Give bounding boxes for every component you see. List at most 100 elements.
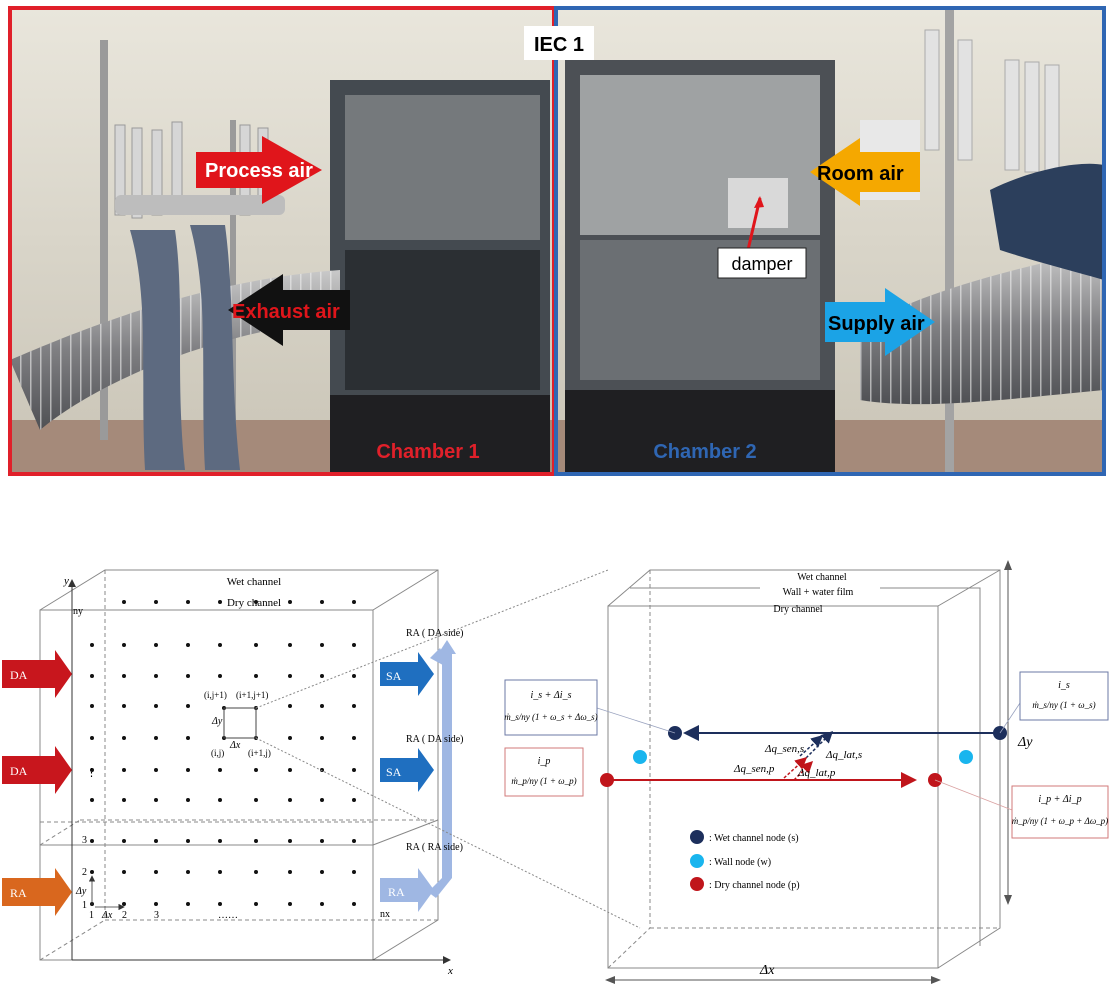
grid-node: [320, 643, 324, 647]
grid-node: [254, 768, 258, 772]
grid-wet-channel-label: Wet channel: [227, 576, 281, 588]
grid-node: [352, 870, 356, 874]
grid-node: [154, 704, 158, 708]
row2-label: 2: [82, 867, 87, 878]
node-ij-label: (i,j): [211, 748, 224, 758]
box-s-left-line2: ṁ_s/ny (1 + ω_s + Δω_s): [504, 712, 597, 722]
cell-dy-label: Δy: [1017, 735, 1033, 750]
grid-node: [288, 643, 292, 647]
grid-node: [288, 768, 292, 772]
room-air-label: Room air: [817, 163, 904, 185]
col3-label: 3: [154, 910, 159, 921]
q-sen-s-label: Δq_sen,s: [764, 743, 804, 755]
grid-node: [154, 902, 158, 906]
grid-node: [186, 902, 190, 906]
grid-node: [90, 674, 94, 678]
cell-dry-channel-label: Dry channel: [773, 604, 822, 615]
grid-node: [352, 600, 356, 604]
node-i1j-label: (i+1,j): [248, 748, 271, 758]
grid-node: [218, 674, 222, 678]
wall-node-left: [633, 750, 647, 764]
outlet-sa-middle: SA: [380, 748, 434, 792]
supply-air-label: Supply air: [828, 313, 925, 335]
grid-node: [122, 600, 126, 604]
grid-node: [218, 798, 222, 802]
grid-node: [186, 600, 190, 604]
grid-node: [288, 798, 292, 802]
grid-node: [320, 704, 324, 708]
node-ij1-label: (i,j+1): [204, 690, 227, 700]
q-lat-s-arrow: [805, 730, 834, 759]
box-s-left: i_s + Δi_s ṁ_s/ny (1 + ω_s + Δω_s): [504, 679, 676, 736]
grid-node: [90, 768, 94, 772]
model-diagram: y x Wet channel Dry channel ny nx (i,j+1…: [2, 560, 1109, 984]
outlet-sa-middle-label: SA: [386, 765, 402, 779]
legend-wall-label: : Wall node (w): [709, 857, 771, 868]
grid-node: [154, 870, 158, 874]
grid-dry-channel-label: Dry channel: [227, 597, 281, 609]
grid-node: [352, 643, 356, 647]
legend-dry-label: : Dry channel node (p): [709, 880, 800, 891]
box-p-left: i_p ṁ_p/ny (1 + ω_p): [504, 747, 584, 797]
col2-label: 2: [122, 910, 127, 921]
process-air-arrow: Process air: [196, 136, 322, 204]
outlet-sa-top-label: SA: [386, 669, 402, 683]
box-p-right-line2: ṁ_p/ny (1 + ω_p + Δω_p): [1012, 816, 1108, 826]
zoom-line-bottom: [255, 737, 641, 929]
grid-node: [254, 674, 258, 678]
grid-node: [288, 704, 292, 708]
grid-node: [90, 798, 94, 802]
grid-node: [90, 839, 94, 843]
chamber1-label: Chamber 1: [376, 441, 479, 463]
grid-box: [39, 569, 439, 961]
row3-label: 3: [82, 835, 87, 846]
ra-da-side-1: RA ( DA side): [406, 628, 464, 639]
grid-node: [288, 736, 292, 740]
ny-label: ny: [73, 606, 83, 617]
grid-node: [186, 768, 190, 772]
q-lat-s-label: Δq_lat,s: [825, 749, 862, 761]
box-s-right: i_s ṁ_s/ny (1 + ω_s): [999, 671, 1109, 734]
box-p-right-line1: i_p + Δi_p: [1038, 794, 1081, 805]
nx-label: nx: [380, 909, 390, 920]
chamber2-frame: [554, 6, 1106, 476]
q-sen-p-label: Δq_sen,p: [733, 763, 775, 775]
grid-node: [186, 704, 190, 708]
grid-node: [218, 768, 222, 772]
grid-dy-label: Δy: [211, 716, 223, 727]
grid-node: [320, 870, 324, 874]
supply-air-arrow: Supply air: [825, 288, 935, 356]
grid-node: [122, 798, 126, 802]
inlet-da-middle-label: DA: [10, 764, 28, 778]
grid-node: [352, 768, 356, 772]
grid-node: [352, 704, 356, 708]
x-axis-label: x: [447, 965, 453, 977]
inlet-ra: RA: [2, 868, 72, 916]
cell-box: [607, 569, 1001, 969]
box-s-right-line1: i_s: [1058, 680, 1070, 691]
legend-wet-label: : Wet channel node (s): [709, 833, 799, 844]
grid-node: [122, 768, 126, 772]
node-i1j1-label: (i+1,j+1): [236, 690, 268, 700]
grid-node: [320, 600, 324, 604]
grid-node: [288, 674, 292, 678]
cell-dx-label: Δx: [759, 963, 775, 978]
grid-node: [288, 870, 292, 874]
grid-node: [254, 600, 258, 604]
grid-node: [90, 870, 94, 874]
node-legend: : Wet channel node (s) : Wall node (w) :…: [690, 830, 800, 891]
grid-node: [288, 600, 292, 604]
grid-node: [122, 839, 126, 843]
grid-node: [352, 839, 356, 843]
grid-node: [122, 736, 126, 740]
grid-node: [320, 839, 324, 843]
grid-node: [288, 839, 292, 843]
grid-node: [254, 902, 258, 906]
grid-dy-small-label: Δy: [75, 886, 87, 897]
dry-node-left: [600, 773, 614, 787]
grid-node: [90, 643, 94, 647]
grid-node: [352, 674, 356, 678]
grid-node: [154, 839, 158, 843]
inlet-ra-label: RA: [10, 886, 27, 900]
grid-node: [352, 736, 356, 740]
